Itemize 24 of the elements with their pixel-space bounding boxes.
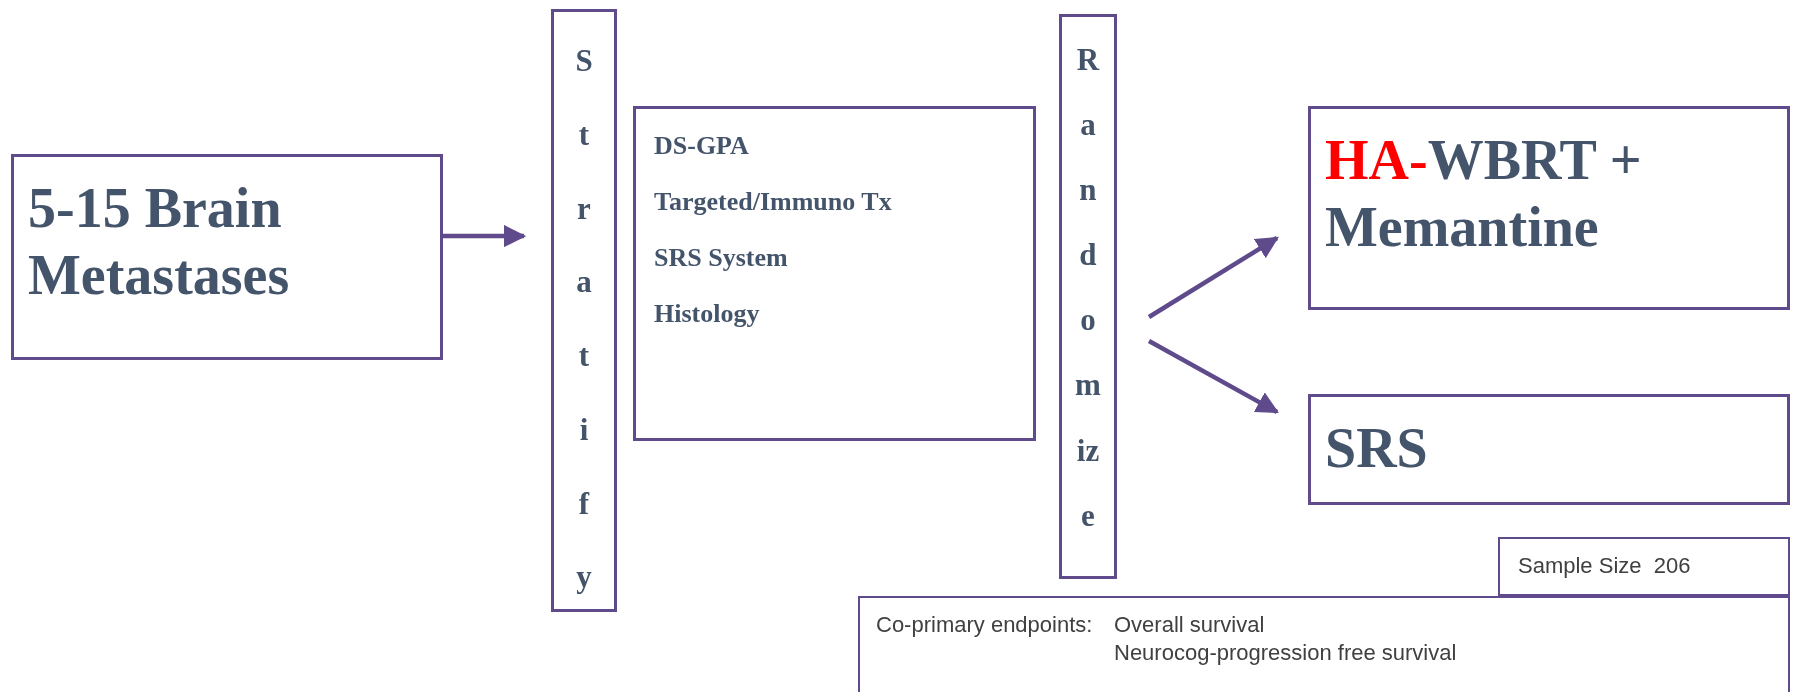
arrow	[1147, 236, 1279, 319]
node-text: SRS System	[654, 242, 788, 273]
node-text: SRS	[1325, 416, 1429, 481]
node-text: Neurocog-progression free survival	[1114, 640, 1457, 666]
node-text: 5-15 Brain Metastases	[28, 176, 291, 309]
node-text: DS-GPA	[654, 131, 749, 161]
node-text: Stratify	[575, 42, 593, 597]
process-box	[1308, 394, 1790, 505]
node-text: Targeted/Immuno Tx	[654, 186, 892, 217]
node-text: Co-primary endpoints:	[876, 612, 1093, 638]
info-box	[1498, 537, 1790, 596]
vertical-label-box	[1059, 14, 1117, 579]
node-text: Overall survival	[1114, 612, 1265, 638]
process-box	[11, 154, 443, 360]
node-text: Sample Size 206	[1518, 553, 1692, 579]
arrow	[443, 224, 527, 248]
node-text: Histology	[654, 298, 760, 329]
factor-list-box	[633, 106, 1036, 441]
arrow	[1147, 339, 1279, 414]
node-text: HA-WBRT + Memantine	[1325, 128, 1643, 261]
info-box	[858, 596, 1790, 692]
process-box	[1308, 106, 1790, 310]
vertical-label-box	[551, 9, 617, 612]
node-text: Randomize	[1075, 41, 1101, 535]
